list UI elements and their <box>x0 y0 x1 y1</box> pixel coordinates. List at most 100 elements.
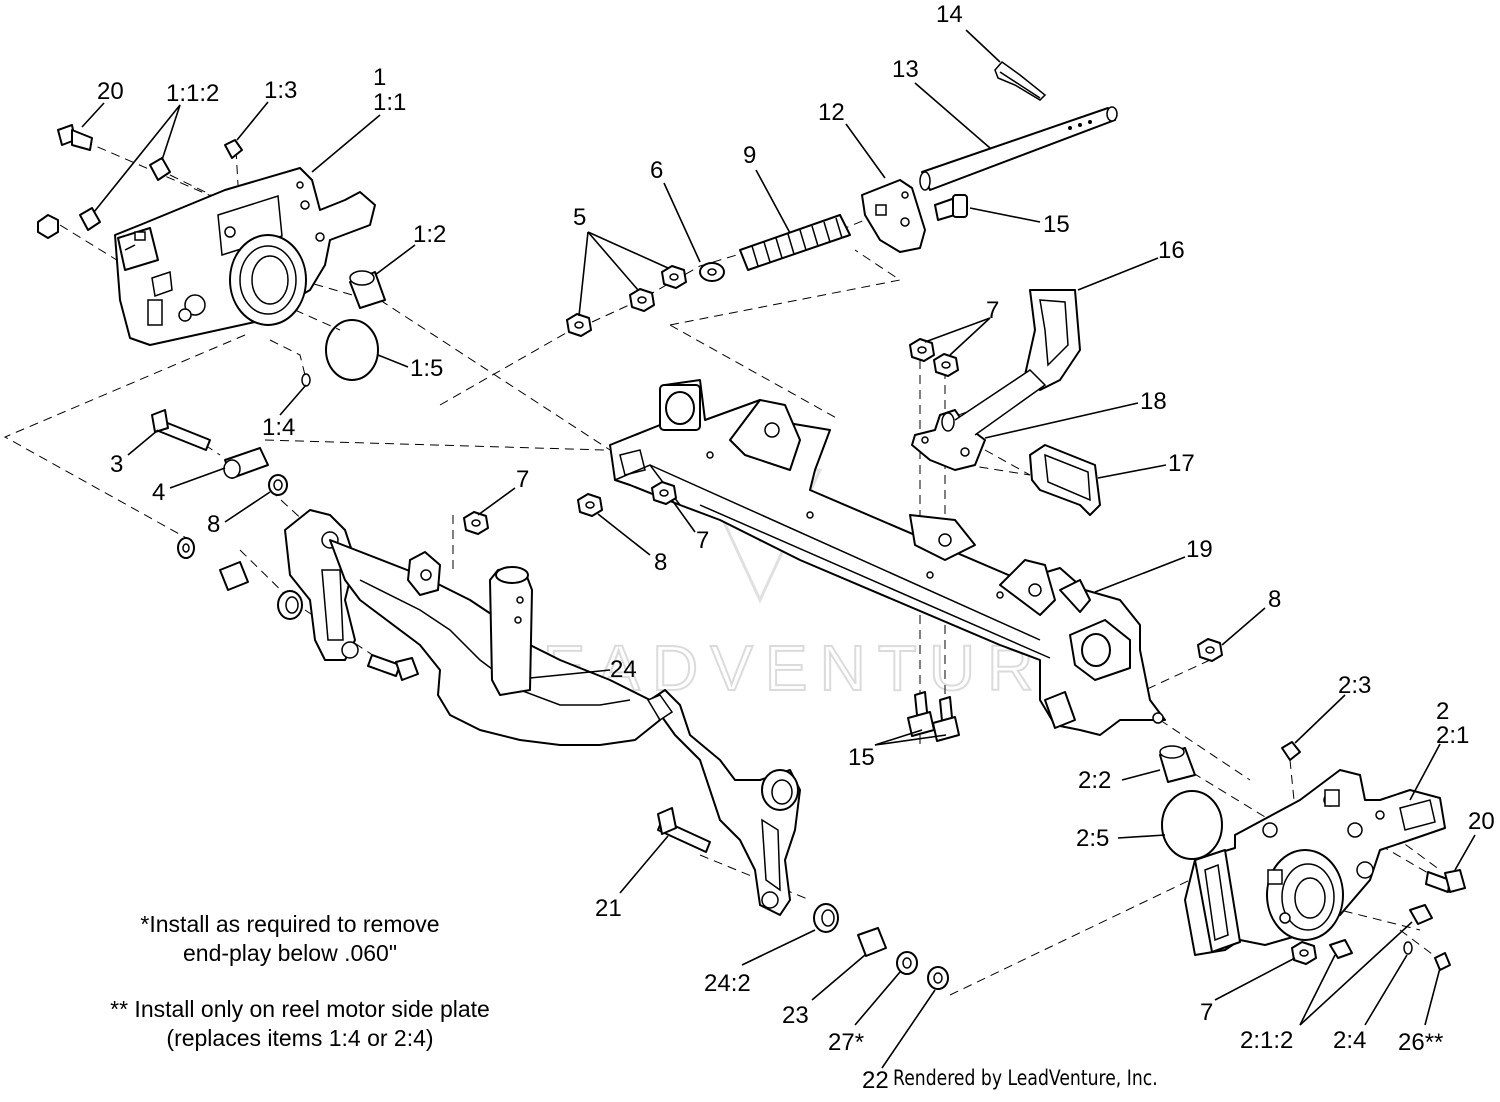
spacer-left <box>219 561 249 591</box>
nut-8-right <box>1197 638 1223 662</box>
callout-2-4: 2:4 <box>1333 1027 1366 1054</box>
nut-7-center <box>651 481 677 505</box>
bushing-left <box>277 590 303 620</box>
callout-14: 14 <box>936 1 963 28</box>
callout-24: 24 <box>610 656 637 683</box>
washer-6 <box>699 262 725 282</box>
o-ring-1-5 <box>325 319 379 381</box>
callout-2-3: 2:3 <box>1338 672 1371 699</box>
washer-22 <box>927 966 949 990</box>
bolt-20-left <box>57 124 93 151</box>
note-reel-motor: ** Install only on reel motor side plate… <box>60 995 540 1053</box>
callout-2-5: 2:5 <box>1076 825 1109 852</box>
callout-7-center: 7 <box>696 527 709 554</box>
bolt-21 <box>657 807 711 853</box>
bolt-20-right <box>1425 869 1466 893</box>
callout-17: 17 <box>1168 450 1195 477</box>
callout-labels: 20 1:1:2 1:3 1 1:1 14 13 12 9 6 5 15 16 … <box>97 1 1495 1094</box>
callout-6: 6 <box>650 157 663 184</box>
callout-13: 13 <box>892 56 919 83</box>
callout-5: 5 <box>573 204 586 231</box>
nuts-7-top <box>909 338 959 377</box>
callout-1-1-2: 1:1:2 <box>166 80 219 107</box>
callout-18: 18 <box>1140 388 1167 415</box>
callout-1-1: 1:1 <box>373 89 406 116</box>
fittings-1-1-2 <box>37 139 243 239</box>
callout-7-bottom: 7 <box>1200 999 1213 1026</box>
callout-27: 27* <box>828 1029 864 1056</box>
clip-17 <box>1029 444 1101 516</box>
bushing-24-2 <box>813 903 839 933</box>
nut-7-bottom <box>1291 941 1317 965</box>
pin-2-4 <box>1403 941 1413 955</box>
callout-2-1-2: 2:1:2 <box>1240 1027 1293 1054</box>
washer-8-left <box>268 474 288 496</box>
bushing-1-2 <box>349 270 386 309</box>
bolt-15-top <box>934 194 968 221</box>
plate-12 <box>861 179 926 253</box>
spacer-23 <box>857 927 887 957</box>
callout-15-bottom: 15 <box>848 744 875 771</box>
callout-19: 19 <box>1186 536 1213 563</box>
callout-26: 26** <box>1398 1029 1443 1056</box>
bolt-arm-left <box>367 654 419 681</box>
frame-19 <box>609 379 1166 736</box>
cotter-pin-14 <box>994 60 1047 101</box>
washer-left <box>177 537 195 559</box>
callout-16: 16 <box>1158 237 1185 264</box>
bracket-18 <box>911 409 986 471</box>
callout-1-4: 1:4 <box>262 414 295 441</box>
callout-15-top: 15 <box>1043 211 1070 238</box>
bolt-3 <box>151 409 211 451</box>
callout-1-5: 1:5 <box>410 355 443 382</box>
callout-3: 3 <box>110 451 123 478</box>
callout-23: 23 <box>782 1002 809 1029</box>
callout-4: 4 <box>152 479 165 506</box>
note-end-play: *Install as required to remove end-play … <box>80 910 500 968</box>
callout-2: 2 <box>1436 698 1449 725</box>
callout-7-top: 7 <box>986 297 999 324</box>
note-reel-motor-line-2: (replaces items 1:4 or 2:4) <box>166 1025 434 1051</box>
fittings-2-1-2 <box>1329 904 1433 959</box>
note-reel-motor-line-1: ** Install only on reel motor side plate <box>110 996 490 1022</box>
callout-7-mid: 7 <box>516 466 529 493</box>
handle-16 <box>954 289 1081 436</box>
callout-8-center: 8 <box>654 549 667 576</box>
callout-12: 12 <box>818 99 845 126</box>
callout-2-1: 2:1 <box>1436 722 1469 749</box>
nut-8-center <box>577 493 603 517</box>
nut-7-mid <box>463 511 489 535</box>
callout-2-2: 2:2 <box>1078 767 1111 794</box>
spacer-4 <box>223 447 269 479</box>
fitting-26 <box>1434 952 1451 971</box>
render-credit: Rendered by LeadVenture, Inc. <box>893 1066 1158 1090</box>
callout-20: 20 <box>97 78 124 105</box>
callout-1: 1 <box>373 64 386 91</box>
bushing-2-2 <box>1159 745 1196 783</box>
side-plate-2 <box>1184 769 1446 956</box>
side-plate-1 <box>114 167 376 346</box>
o-ring-2-5 <box>1161 790 1223 860</box>
note-end-play-line-1: *Install as required to remove <box>140 911 440 937</box>
spring-9 <box>739 214 851 271</box>
bolts-15-bottom <box>907 691 960 742</box>
callout-20-right: 20 <box>1468 808 1495 835</box>
callout-1-3: 1:3 <box>264 77 297 104</box>
lift-arm-24 <box>284 509 801 916</box>
callout-1-2: 1:2 <box>413 221 446 248</box>
callout-22: 22 <box>862 1067 889 1094</box>
callout-8-left: 8 <box>207 511 220 538</box>
leader-lines <box>81 29 1476 1069</box>
nuts-5 <box>566 265 687 337</box>
fitting-2-3 <box>1281 741 1301 761</box>
callout-21: 21 <box>595 895 622 922</box>
pin-1-4 <box>301 373 311 387</box>
callout-8-right: 8 <box>1268 586 1281 613</box>
washer-27 <box>896 951 918 975</box>
callout-9: 9 <box>743 142 756 169</box>
note-end-play-line-2: end-play below .060" <box>182 940 398 966</box>
rod-13 <box>919 106 1118 191</box>
callout-24-2: 24:2 <box>704 970 751 997</box>
